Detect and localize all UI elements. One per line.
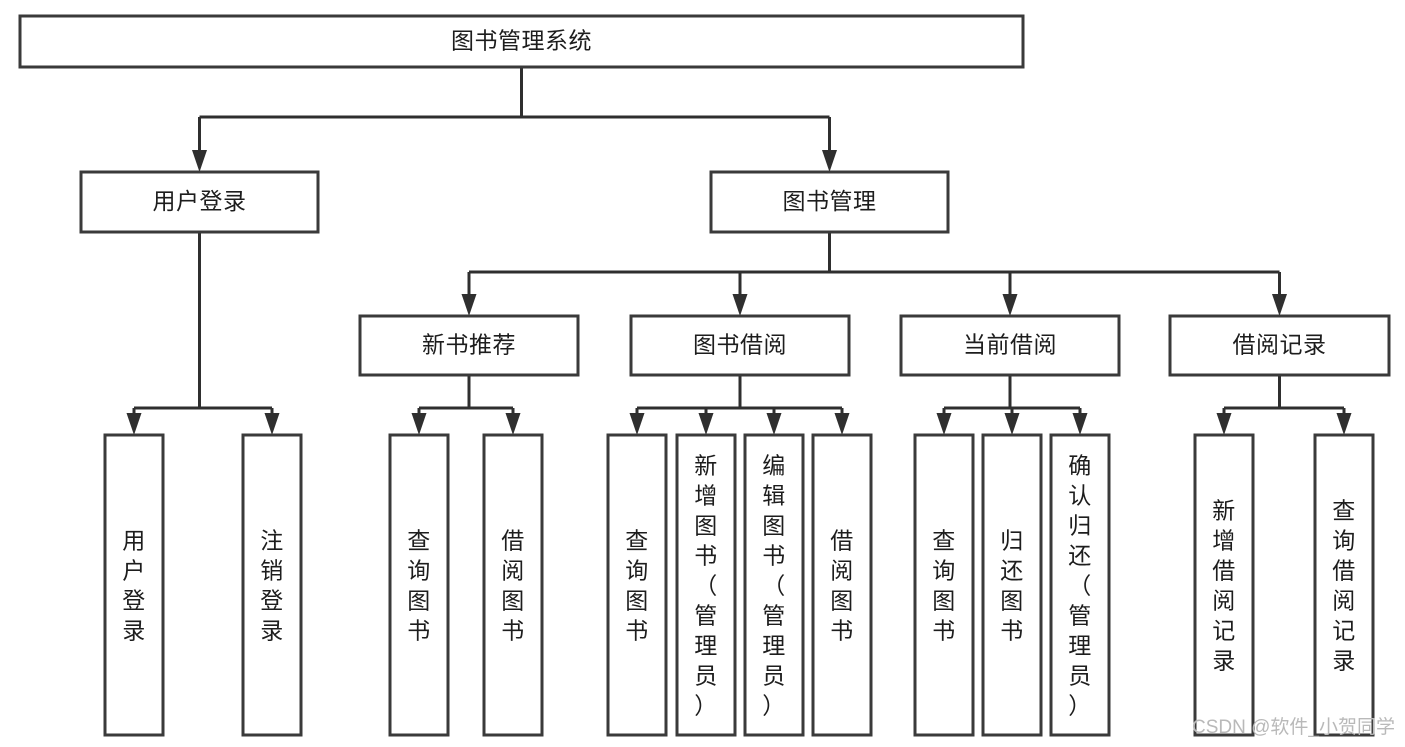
node-label: 编辑图书（管理员）: [762, 452, 786, 718]
node-box[interactable]: [103, 433, 165, 737]
leaf-node-leaf-query-book-borrow[interactable]: 查询图书: [606, 433, 668, 737]
node-label: 查询图书: [932, 527, 956, 643]
node-label: 借阅图书: [830, 527, 854, 643]
node-box[interactable]: [241, 433, 303, 737]
level2-node-new-book-rec[interactable]: 新书推荐: [358, 314, 580, 377]
node-layer: 图书管理系统用户登录图书管理新书推荐图书借阅当前借阅借阅记录用户登录注销登录查询…: [18, 14, 1391, 737]
leaf-node-leaf-query-book-cur[interactable]: 查询图书: [913, 433, 975, 737]
node-label: 查询图书: [625, 527, 649, 643]
connector-layer: [126, 67, 1352, 435]
node-label: 图书管理: [783, 188, 877, 214]
node-box[interactable]: [1313, 433, 1375, 737]
connector-bus-book-borrow: [629, 375, 850, 435]
node-label: 查询借阅记录: [1332, 497, 1356, 673]
leaf-node-leaf-borrow-book-rec[interactable]: 借阅图书: [482, 433, 544, 737]
node-label: 注销登录: [260, 527, 284, 643]
node-box[interactable]: [1168, 314, 1391, 377]
connector-bus-user-login: [126, 232, 280, 435]
connector-bus-new-book-rec: [411, 375, 521, 435]
node-box[interactable]: [675, 433, 737, 737]
node-label: 查询图书: [407, 527, 431, 643]
connector-bus-book-manage: [461, 232, 1287, 316]
node-label: 新增图书（管理员）: [694, 452, 718, 718]
node-label: 用户登录: [153, 188, 247, 214]
connector-bus-current-borrow: [936, 375, 1088, 435]
connector-bus-borrow-record: [1216, 375, 1352, 435]
node-label: 用户登录: [122, 527, 146, 643]
node-label: 图书管理系统: [451, 28, 592, 54]
leaf-node-leaf-return-book[interactable]: 归还图书: [981, 433, 1043, 737]
node-box[interactable]: [811, 433, 873, 737]
level2-node-borrow-record[interactable]: 借阅记录: [1168, 314, 1391, 377]
node-box[interactable]: [388, 433, 450, 737]
leaf-node-leaf-query-book-rec[interactable]: 查询图书: [388, 433, 450, 737]
watermark-label: CSDN @软件_小贺同学: [1192, 716, 1395, 738]
node-label: 新增借阅记录: [1212, 497, 1236, 673]
node-label: 新书推荐: [422, 332, 516, 358]
node-label: 确认归还（管理员）: [1068, 452, 1092, 718]
node-box[interactable]: [629, 314, 851, 377]
level2-node-current-borrow[interactable]: 当前借阅: [899, 314, 1121, 377]
leaf-node-leaf-add-record[interactable]: 新增借阅记录: [1193, 433, 1255, 737]
node-box[interactable]: [743, 433, 805, 737]
leaf-node-leaf-add-book[interactable]: 新增图书（管理员）: [675, 433, 737, 737]
leaf-node-leaf-user-logout[interactable]: 注销登录: [241, 433, 303, 737]
node-label: 借阅图书: [501, 527, 525, 643]
node-label: 借阅记录: [1233, 332, 1327, 358]
node-box[interactable]: [913, 433, 975, 737]
node-box[interactable]: [482, 433, 544, 737]
node-box[interactable]: [79, 170, 320, 234]
level1-node-book-manage[interactable]: 图书管理: [709, 170, 950, 234]
leaf-node-leaf-query-record[interactable]: 查询借阅记录: [1313, 433, 1375, 737]
level2-node-book-borrow[interactable]: 图书借阅: [629, 314, 851, 377]
node-box[interactable]: [981, 433, 1043, 737]
leaf-node-leaf-confirm-return[interactable]: 确认归还（管理员）: [1049, 433, 1111, 737]
node-box[interactable]: [606, 433, 668, 737]
node-label: 归还图书: [1000, 527, 1024, 643]
node-label: 当前借阅: [963, 332, 1057, 358]
leaf-node-leaf-user-login[interactable]: 用户登录: [103, 433, 165, 737]
node-box[interactable]: [358, 314, 580, 377]
leaf-node-leaf-edit-book[interactable]: 编辑图书（管理员）: [743, 433, 805, 737]
node-box[interactable]: [899, 314, 1121, 377]
connector-bus-root: [192, 67, 837, 172]
root-node-root[interactable]: 图书管理系统: [18, 14, 1025, 69]
node-box[interactable]: [709, 170, 950, 234]
level1-node-user-login[interactable]: 用户登录: [79, 170, 320, 234]
node-box[interactable]: [18, 14, 1025, 69]
node-box[interactable]: [1193, 433, 1255, 737]
leaf-node-leaf-borrow-book[interactable]: 借阅图书: [811, 433, 873, 737]
node-box[interactable]: [1049, 433, 1111, 737]
node-label: 图书借阅: [693, 332, 787, 358]
